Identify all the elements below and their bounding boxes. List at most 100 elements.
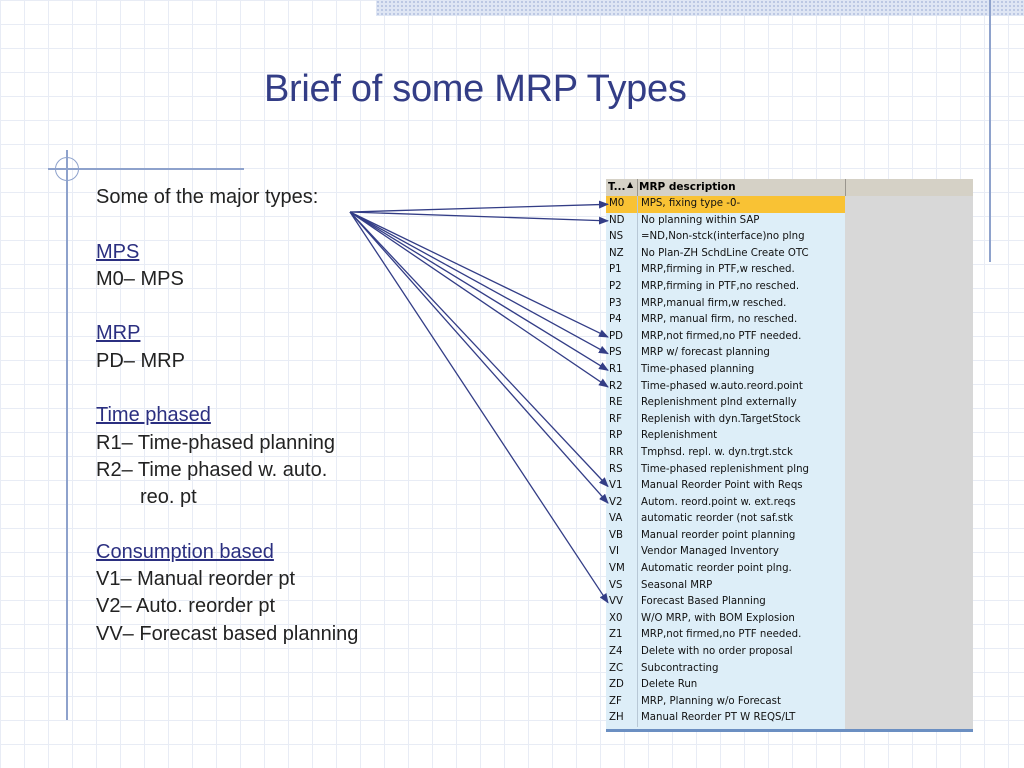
mrp-type-code: RF xyxy=(609,413,622,425)
mrp-type-code: VS xyxy=(609,579,623,591)
decorative-top-band xyxy=(376,0,1024,16)
mrp-type-code: P1 xyxy=(609,264,622,276)
mrp-type-description: MRP,firming in PTF,w resched. xyxy=(641,264,795,276)
bullet-line: Some of the major types: xyxy=(96,186,319,208)
mrp-type-description: MRP,firming in PTF,no resched. xyxy=(641,280,800,292)
mrp-type-description: Subcontracting xyxy=(641,662,719,674)
decorative-line-left-vertical xyxy=(66,150,68,720)
column-divider xyxy=(637,295,638,313)
table-row[interactable]: VS Seasonal MRP xyxy=(606,577,845,595)
column-divider xyxy=(637,378,638,396)
section-heading: MRP xyxy=(96,322,141,345)
column-divider xyxy=(637,312,638,329)
column-divider xyxy=(637,677,638,694)
column-divider xyxy=(637,245,638,263)
mrp-type-description: Time-phased w.auto.reord.point xyxy=(641,380,803,392)
arrow-to-v2 xyxy=(349,211,609,504)
column-divider xyxy=(637,345,638,362)
table-row[interactable]: P1 MRP,firming in PTF,w resched. xyxy=(606,262,845,279)
mrp-type-code: ZH xyxy=(609,712,624,724)
mrp-type-description: MRP,not firmed,no PTF needed. xyxy=(641,330,802,342)
mrp-type-description: No planning within SAP xyxy=(641,214,760,226)
column-divider xyxy=(637,577,638,595)
mrp-type-code: VA xyxy=(609,513,623,525)
table-row[interactable]: VA automatic reorder (not saf.stk xyxy=(606,511,845,528)
section-heading: Consumption based xyxy=(96,540,274,563)
arrow-to-m0 xyxy=(349,200,609,213)
column-divider xyxy=(637,179,638,196)
mrp-type-code: VI xyxy=(609,546,619,558)
mrp-type-description: Replenishment plnd externally xyxy=(641,397,797,409)
column-divider xyxy=(845,179,846,196)
table-row[interactable]: NS=ND,Non-stck(interface)no plng xyxy=(606,229,845,246)
bullet-line: PD– MRP xyxy=(96,349,185,372)
mrp-type-description: MRP w/ forecast planning xyxy=(641,347,770,359)
column-divider xyxy=(637,444,638,462)
mrp-type-description: Tmphsd. repl. w. dyn.trgt.stck xyxy=(641,446,793,458)
mrp-type-description: Replenishment xyxy=(641,430,718,442)
table-row[interactable]: R2 Time-phased w.auto.reord.point xyxy=(606,378,845,396)
mrp-type-description: =ND,Non-stck(interface)no plng xyxy=(641,231,805,243)
table-row[interactable]: ZH Manual Reorder PT W REQS/LT xyxy=(606,710,845,727)
arrow-to-vv xyxy=(349,211,609,604)
mrp-type-description: No Plan-ZH SchdLine Create OTC xyxy=(641,247,809,259)
mrp-type-code: V2 xyxy=(609,496,623,508)
decorative-circle-icon xyxy=(55,157,79,181)
column-divider xyxy=(637,278,638,296)
bullet-line: V1– Manual reorder pt xyxy=(96,568,296,591)
section-heading: Time phased xyxy=(96,404,211,427)
mrp-type-code: RS xyxy=(609,463,623,475)
arrow-to-ps xyxy=(349,211,609,355)
mrp-type-code: X0 xyxy=(609,612,623,624)
mrp-type-description: Delete with no order proposal xyxy=(641,646,793,658)
column-header-type[interactable]: T... xyxy=(608,181,626,193)
mrp-type-code: ZD xyxy=(609,679,624,691)
column-divider xyxy=(637,196,638,213)
bullet-line: R2– Time phased w. auto. xyxy=(96,458,328,481)
column-divider xyxy=(637,262,638,279)
mrp-type-code: R2 xyxy=(609,380,623,392)
mrp-type-description: automatic reorder (not saf.stk xyxy=(641,513,794,525)
mrp-type-description: Manual Reorder PT W REQS/LT xyxy=(641,712,796,724)
mrp-type-code: VM xyxy=(609,563,625,575)
column-divider xyxy=(637,594,638,611)
column-divider xyxy=(637,544,638,562)
mrp-type-code: ZF xyxy=(609,695,622,707)
column-header-description[interactable]: MRP description xyxy=(639,181,736,193)
column-divider xyxy=(637,644,638,661)
mrp-type-code: V1 xyxy=(609,480,623,492)
sort-ascending-icon[interactable]: ▲ xyxy=(627,180,634,189)
mrp-type-description: Seasonal MRP xyxy=(641,579,713,591)
column-divider xyxy=(637,511,638,528)
decorative-line-left-horizontal xyxy=(48,168,244,170)
table-empty-area xyxy=(845,196,973,729)
